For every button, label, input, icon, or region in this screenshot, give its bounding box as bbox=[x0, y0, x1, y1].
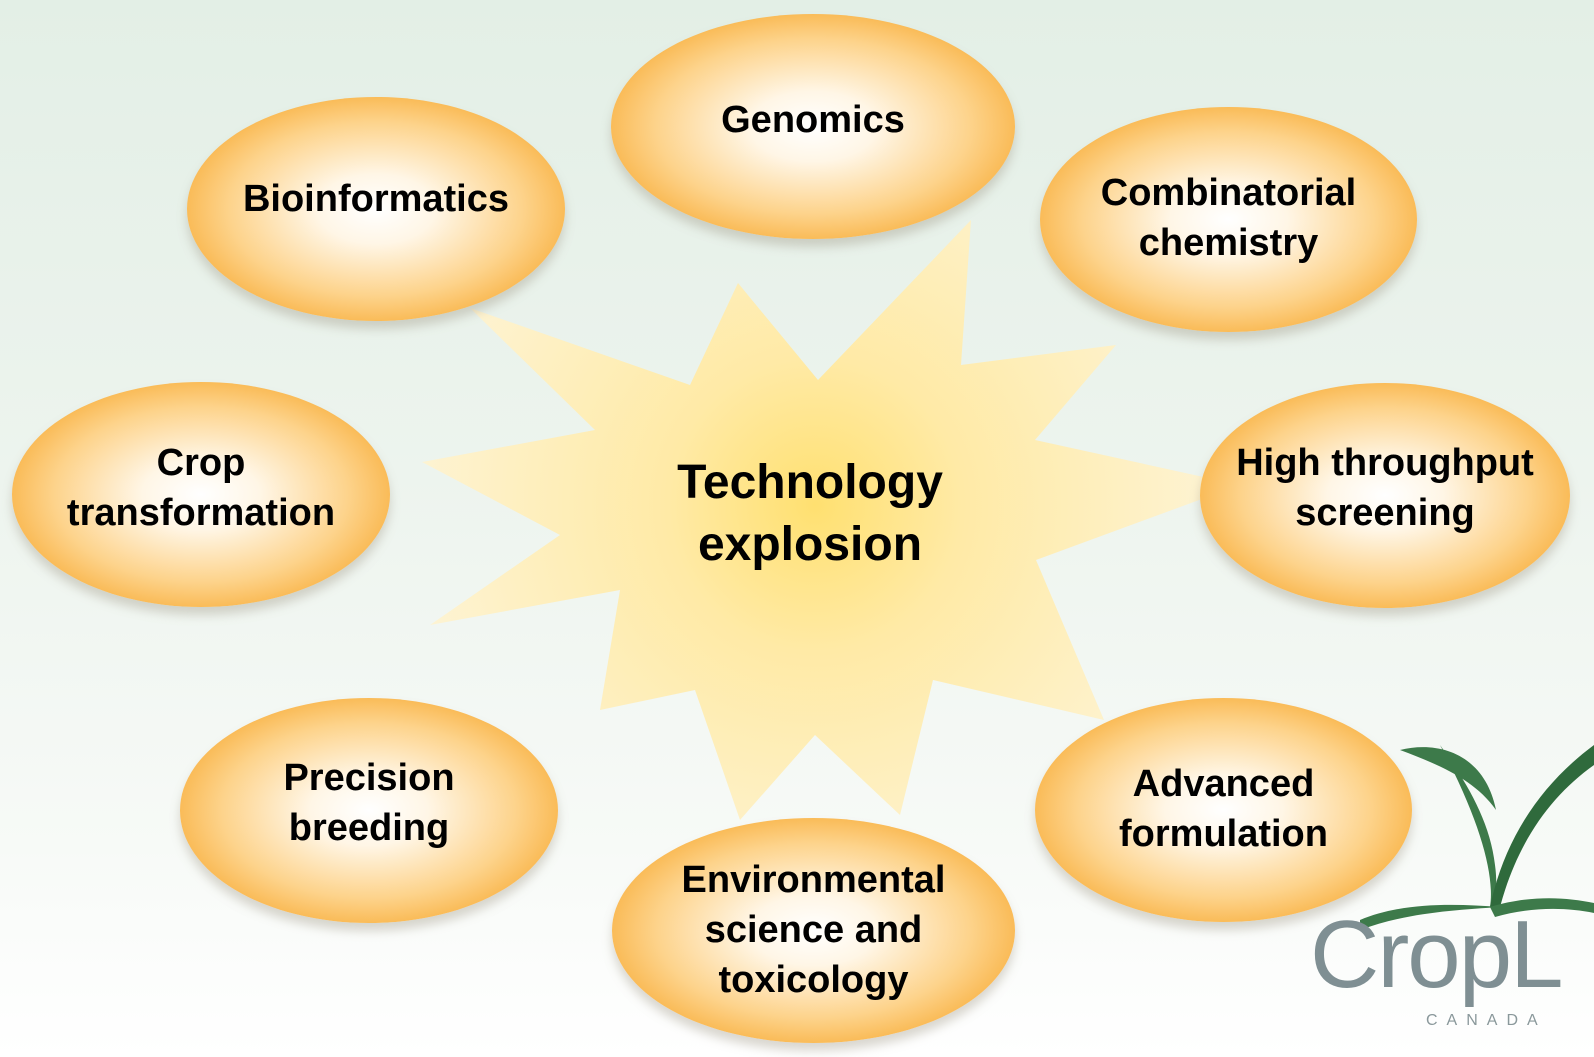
bubble-label: Genomics bbox=[721, 98, 905, 141]
leaf-icon bbox=[1360, 745, 1594, 930]
bubble-advanced-formulation: Advanced formulation bbox=[1035, 698, 1412, 922]
croplife-logo: CropL CANADA bbox=[1290, 725, 1594, 1057]
center-label: Technology explosion bbox=[677, 456, 943, 571]
bubble-high-throughput-screening: High throughput screening bbox=[1200, 383, 1570, 608]
bubble-genomics: Genomics bbox=[611, 14, 1015, 239]
bubble-label: Precision breeding bbox=[283, 756, 455, 849]
bubble-label: Advanced formulation bbox=[1119, 763, 1328, 855]
bubble-precision-breeding: Precision breeding bbox=[180, 698, 558, 923]
bubble-label: Combinatorial chemistry bbox=[1100, 171, 1357, 264]
starburst-polygon bbox=[422, 220, 1240, 820]
bubble-label: Crop transformation bbox=[66, 441, 336, 534]
bubble-combinatorial-chemistry: Combinatorial chemistry bbox=[1040, 107, 1417, 332]
bubble-bioinformatics: Bioinformatics bbox=[187, 97, 565, 321]
bubble-environmental-science: Environmental science and toxicology bbox=[612, 818, 1015, 1043]
bubble-label: Bioinformatics bbox=[242, 178, 510, 220]
bubble-label: Environmental science and toxicology bbox=[681, 858, 946, 1001]
bubble-crop-transformation: Crop transformation bbox=[12, 382, 390, 607]
bubble-label: High throughput screening bbox=[1236, 441, 1534, 534]
logo-subtitle: CANADA bbox=[1426, 1012, 1547, 1029]
logo-wordmark: CropL bbox=[1310, 901, 1563, 1008]
